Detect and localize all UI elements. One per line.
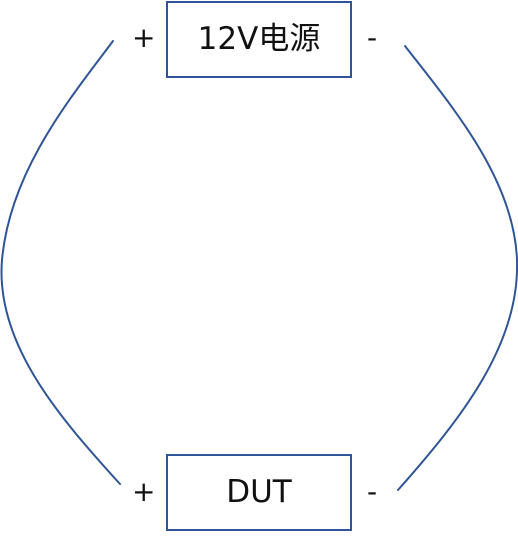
dut-box: DUT (166, 454, 352, 531)
dut-negative-terminal: - (367, 475, 378, 508)
dut-positive-terminal: + (132, 475, 156, 508)
negative-wire (397, 45, 518, 491)
power-positive-terminal: + (132, 21, 156, 54)
power-supply-box: 12V电源 (166, 1, 352, 78)
dut-label: DUT (226, 474, 292, 510)
positive-wire (0, 40, 121, 485)
power-supply-label: 12V电源 (197, 21, 321, 57)
power-negative-terminal: - (367, 21, 378, 54)
